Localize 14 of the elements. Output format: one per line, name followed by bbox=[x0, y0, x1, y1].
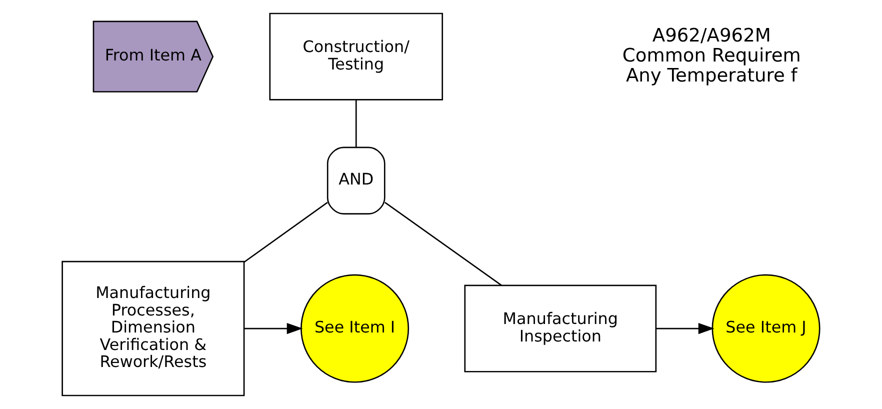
node-circle: See Item J bbox=[712, 274, 820, 383]
arrow bbox=[656, 322, 714, 334]
node-box: Construction/ Testing bbox=[269, 12, 444, 100]
node-box: Manufacturing Processes, Dimension Verification & Rework/Rests bbox=[62, 260, 245, 396]
node-circle: See Item I bbox=[300, 274, 410, 383]
connector bbox=[244, 202, 328, 263]
connector bbox=[384, 202, 502, 286]
label: A962/A962M bbox=[652, 26, 771, 47]
label: Any Temperature f bbox=[626, 65, 798, 86]
connector bbox=[355, 100, 357, 148]
node-box: Manufacturing Inspection bbox=[464, 284, 657, 372]
arrow bbox=[244, 322, 303, 334]
node-box: AND bbox=[326, 146, 386, 214]
label: Common Requirem bbox=[622, 46, 801, 66]
